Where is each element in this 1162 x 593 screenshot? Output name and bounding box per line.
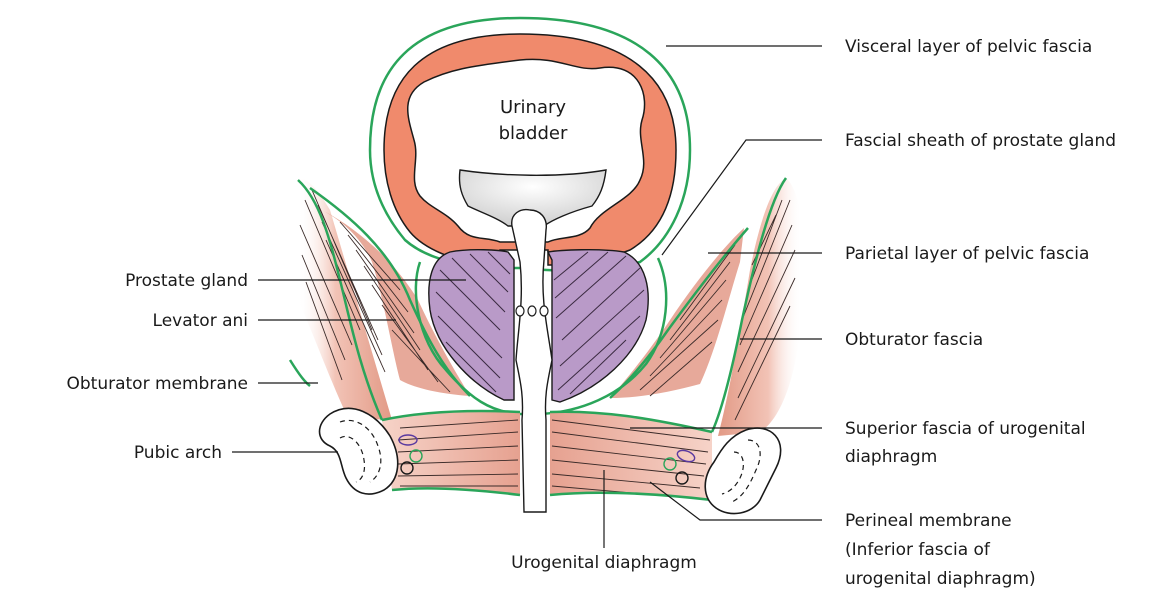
- label-perineal-membrane-3: urogenital diaphragm): [845, 569, 1036, 589]
- label-parietal-layer: Parietal layer of pelvic fascia: [845, 244, 1089, 264]
- label-visceral-layer: Visceral layer of pelvic fascia: [845, 37, 1092, 57]
- label-perineal-membrane-2: (Inferior fascia of: [845, 540, 991, 560]
- right-obturator-internus: [718, 178, 802, 436]
- label-urogenital-diaphragm: Urogenital diaphragm: [511, 553, 697, 573]
- right-pubic-bone: [705, 428, 780, 513]
- label-fascial-sheath: Fascial sheath of prostate gland: [845, 131, 1116, 151]
- urogenital-diaphragm-right: [550, 412, 712, 500]
- label-perineal-membrane-1: Perineal membrane: [845, 511, 1012, 531]
- label-prostate-gland: Prostate gland: [125, 271, 248, 291]
- label-levator-ani: Levator ani: [153, 311, 248, 331]
- label-urinary-bladder-2: bladder: [499, 123, 568, 144]
- label-urinary-bladder-1: Urinary: [500, 97, 566, 118]
- label-obturator-membrane: Obturator membrane: [67, 374, 249, 394]
- label-obturator-fascia: Obturator fascia: [845, 330, 983, 350]
- urogenital-diaphragm-left: [382, 411, 520, 495]
- label-superior-fascia-1: Superior fascia of urogenital: [845, 419, 1086, 439]
- label-pubic-arch: Pubic arch: [134, 443, 222, 463]
- label-superior-fascia-2: diaphragm: [845, 447, 937, 467]
